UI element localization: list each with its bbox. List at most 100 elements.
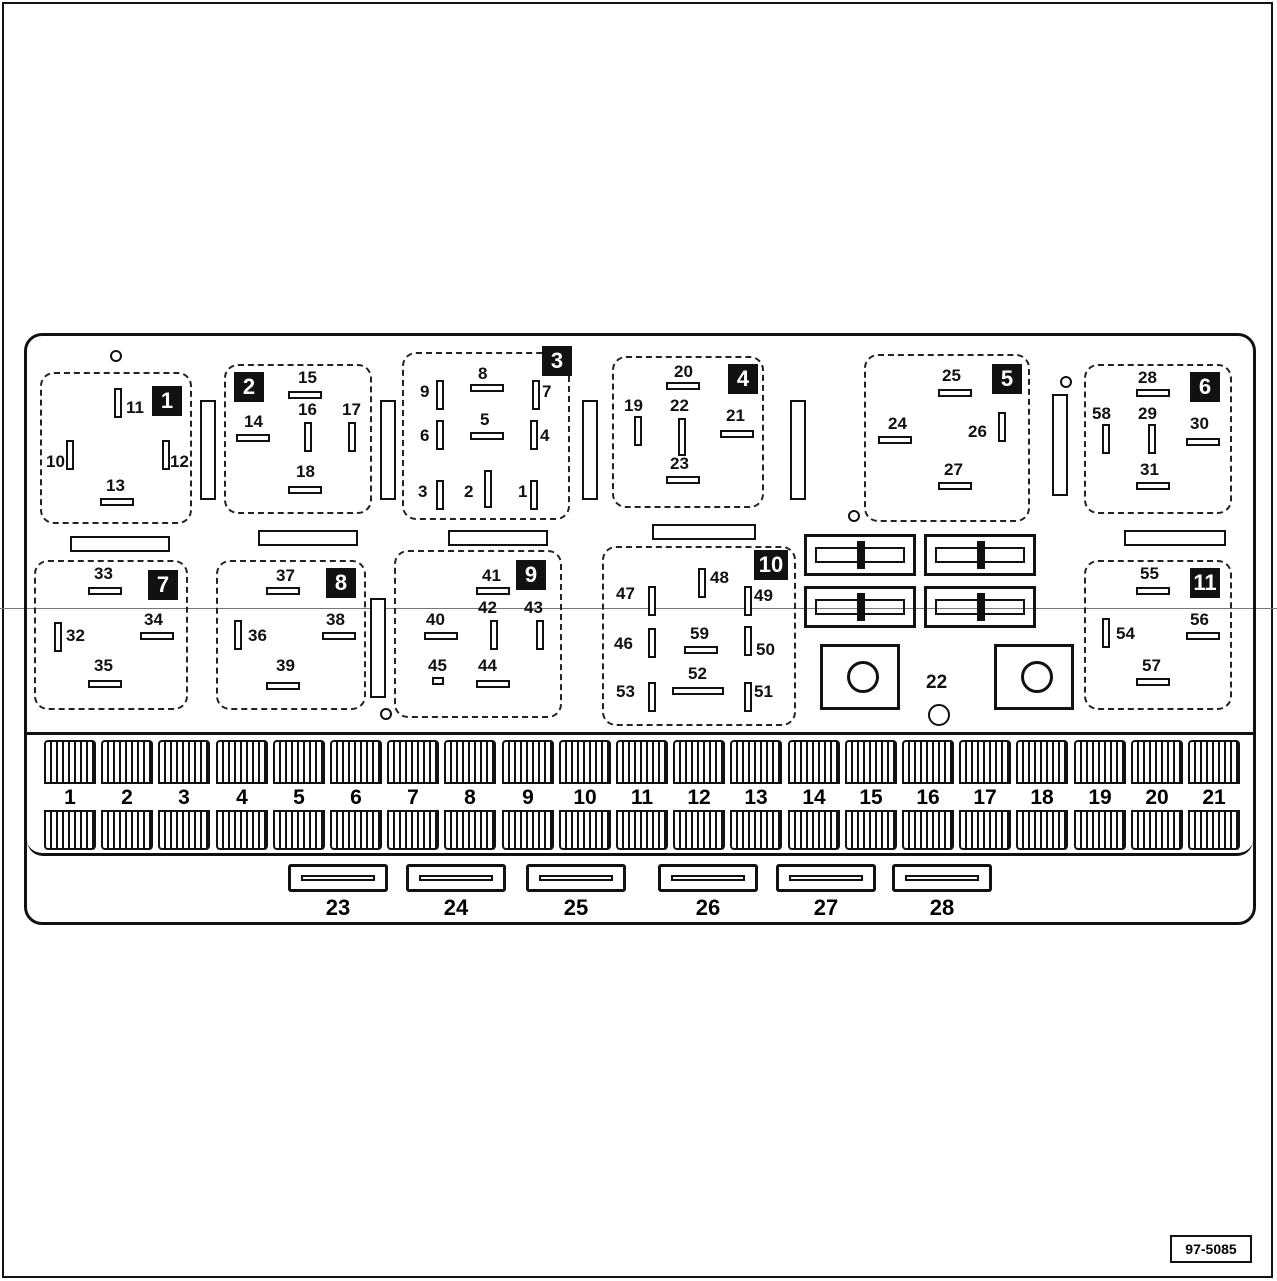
relay-11: [1084, 560, 1232, 710]
slot: [1124, 530, 1226, 546]
fuse-strip: [27, 732, 1253, 856]
fuse-number: 7: [407, 786, 419, 809]
terminal-slot: [666, 382, 700, 390]
terminal-slot: [1186, 632, 1220, 640]
fuse-slot: 14: [788, 740, 840, 852]
fuse-slot: 1: [44, 740, 96, 852]
terminal-number: 40: [426, 610, 445, 629]
terminal-number: 11: [126, 398, 144, 417]
terminal-slot: [1148, 424, 1156, 454]
terminal-slot: [634, 416, 642, 446]
fuse-slot: 3: [158, 740, 210, 852]
terminal-slot: [100, 498, 134, 506]
terminal-number: 57: [1142, 656, 1161, 675]
terminal-slot: [424, 632, 458, 640]
fuse-slot: 15: [845, 740, 897, 852]
maxi-fuse-number: 27: [813, 895, 839, 920]
relay-badge-2: 2: [234, 372, 264, 402]
terminal-number: 59: [690, 624, 709, 643]
terminal-number: 16: [298, 400, 317, 419]
terminal-number: 48: [710, 568, 729, 587]
terminal-slot: [1102, 424, 1110, 454]
terminal-number: 24: [888, 414, 907, 433]
fuse-number: 10: [573, 786, 597, 809]
fuse-slot: 17: [959, 740, 1011, 852]
fuse-number: 20: [1145, 786, 1169, 809]
slot: [448, 530, 548, 546]
relay-badge-7: 7: [148, 570, 178, 600]
slot: [652, 524, 756, 540]
high-current-fuse: [924, 586, 1036, 628]
terminal-number: 54: [1116, 624, 1135, 643]
fuse-number: 9: [522, 786, 534, 809]
terminal-slot: [322, 632, 356, 640]
terminal-slot: [1102, 618, 1110, 648]
terminal-slot: [484, 470, 492, 508]
terminal-number: 19: [624, 396, 643, 415]
terminal-number: 26: [968, 422, 987, 441]
relay-8: [216, 560, 366, 710]
terminal-number: 17: [342, 400, 361, 419]
relay-7: [34, 560, 188, 710]
maxi-fuse-number: 28: [929, 895, 955, 920]
terminal-slot: [938, 482, 972, 490]
relay-badge-8: 8: [326, 568, 356, 598]
terminal-number: 25: [942, 366, 961, 385]
relay-badge-9: 9: [516, 560, 546, 590]
fuse-number: 8: [464, 786, 476, 809]
fuse-number: 11: [630, 786, 654, 809]
terminal-number: 53: [616, 682, 635, 701]
terminal-slot: [536, 620, 544, 650]
terminal-number: 39: [276, 656, 295, 675]
terminal-number: 2: [464, 482, 474, 501]
fuse-number: 13: [744, 786, 768, 809]
terminal-slot: [744, 586, 752, 616]
terminal-slot: [436, 480, 444, 510]
terminal-number: 37: [276, 566, 295, 585]
terminal-number: 28: [1138, 368, 1157, 387]
high-current-fuse: [804, 586, 916, 628]
fuse-slot: 9: [502, 740, 554, 852]
terminal-number: 50: [756, 640, 775, 659]
terminal-slot: [530, 420, 538, 450]
terminal-slot: [744, 682, 752, 712]
relay-badge-10: 10: [754, 550, 788, 580]
relay-badge-6: 6: [1190, 372, 1220, 402]
fuse-number: 5: [293, 786, 305, 809]
maxi-fuse-slot: [892, 864, 992, 892]
fuse-number: 15: [859, 786, 883, 809]
terminal-number: 36: [248, 626, 267, 645]
terminal-number: 14: [244, 412, 263, 431]
terminal-slot: [672, 687, 724, 695]
terminal-number: 52: [688, 664, 707, 683]
terminal-number: 41: [482, 566, 501, 585]
mounting-hole: [380, 708, 392, 720]
terminal-number: 22: [670, 396, 689, 415]
fuse-slot: 7: [387, 740, 439, 852]
terminal-number: 9: [420, 382, 430, 401]
terminal-slot: [648, 586, 656, 616]
maxi-fuse-number: 26: [695, 895, 721, 920]
terminal-number: 15: [298, 368, 317, 387]
maxi-fuse-slot: [658, 864, 758, 892]
terminal-slot: [476, 587, 510, 595]
bus-bar: [582, 400, 598, 500]
terminal-slot: [666, 476, 700, 484]
relay-badge-3: 3: [542, 346, 572, 376]
bus-bar: [1052, 394, 1068, 496]
fuse-slot: 5: [273, 740, 325, 852]
fuse-number: 1: [64, 786, 76, 809]
mounting-hole: [848, 510, 860, 522]
terminal-number: 21: [726, 406, 745, 425]
terminal-slot: [470, 384, 504, 392]
fuse-slot: 13: [730, 740, 782, 852]
terminal-number: 51: [754, 682, 773, 701]
terminal-number: 20: [674, 362, 693, 381]
terminal-number: 7: [542, 382, 552, 401]
terminal-slot: [1136, 678, 1170, 686]
maxi-fuse-slot: [288, 864, 388, 892]
fuse-number: 4: [236, 786, 248, 809]
slot: [70, 536, 170, 552]
terminal-slot: [490, 620, 498, 650]
